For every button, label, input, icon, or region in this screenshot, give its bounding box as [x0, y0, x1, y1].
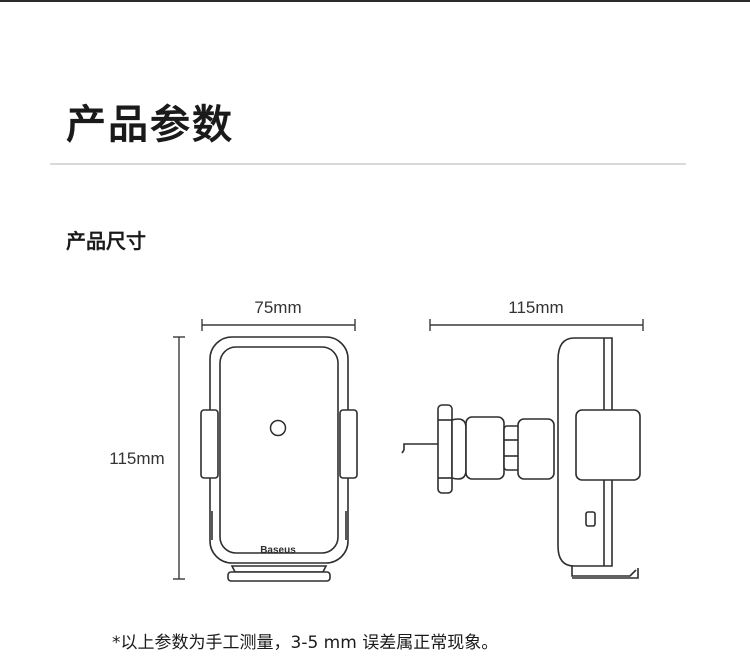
side-width-dimension-line [429, 319, 644, 331]
front-width-dimension-line [201, 319, 356, 331]
front-height-label: 115mm [109, 449, 164, 468]
top-border [0, 0, 750, 2]
side-view-product [401, 337, 641, 579]
title-divider [50, 163, 686, 165]
front-width-label: 75mm [254, 298, 301, 317]
page-title: 产品参数 [66, 102, 234, 148]
measurement-note: *以上参数为手工测量，3-5 mm 误差属正常现象。 [112, 633, 499, 653]
front-height-dimension-line [173, 336, 185, 580]
front-view-product [200, 336, 358, 582]
brand-logo: Baseus [260, 545, 296, 556]
section-title: 产品尺寸 [66, 229, 146, 253]
side-width-label: 115mm [508, 298, 563, 317]
